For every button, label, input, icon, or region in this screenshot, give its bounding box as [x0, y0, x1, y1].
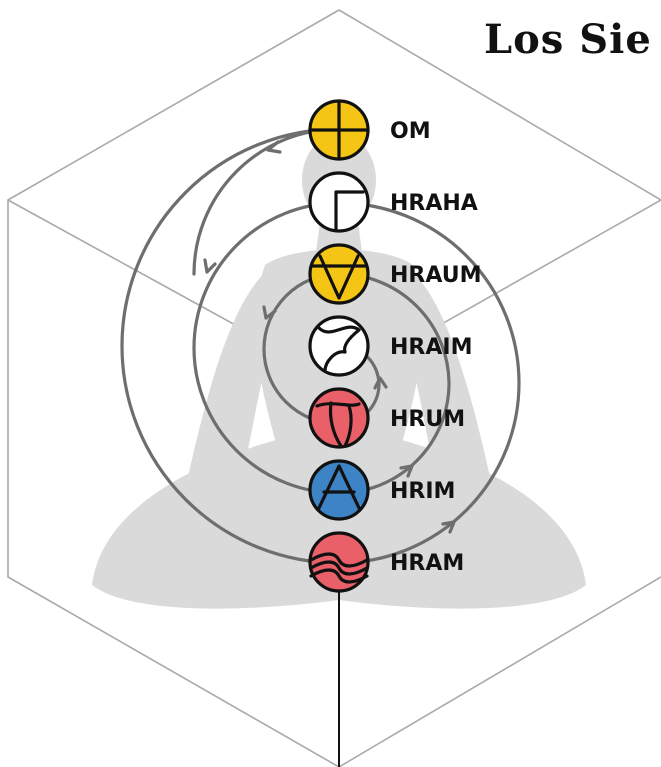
chakra-label: HRAHA — [390, 191, 478, 216]
chakra-label: HRUM — [390, 407, 465, 432]
chakra-label: HRAM — [390, 551, 464, 576]
chakra-label: HRAUM — [390, 263, 481, 288]
chakra-circle — [310, 389, 368, 447]
chakra-label: HRAIM — [390, 335, 472, 360]
spiral-arrow-2 — [205, 260, 215, 272]
chakra-circle — [310, 317, 368, 375]
chakra-circle — [310, 173, 368, 231]
chakra-label: OM — [390, 119, 431, 144]
chakra-node: HRAHA — [310, 173, 478, 231]
chakra-node: OM — [310, 101, 431, 159]
chakra-label: HRIM — [390, 479, 455, 504]
spiral-arrow-1 — [268, 142, 280, 152]
